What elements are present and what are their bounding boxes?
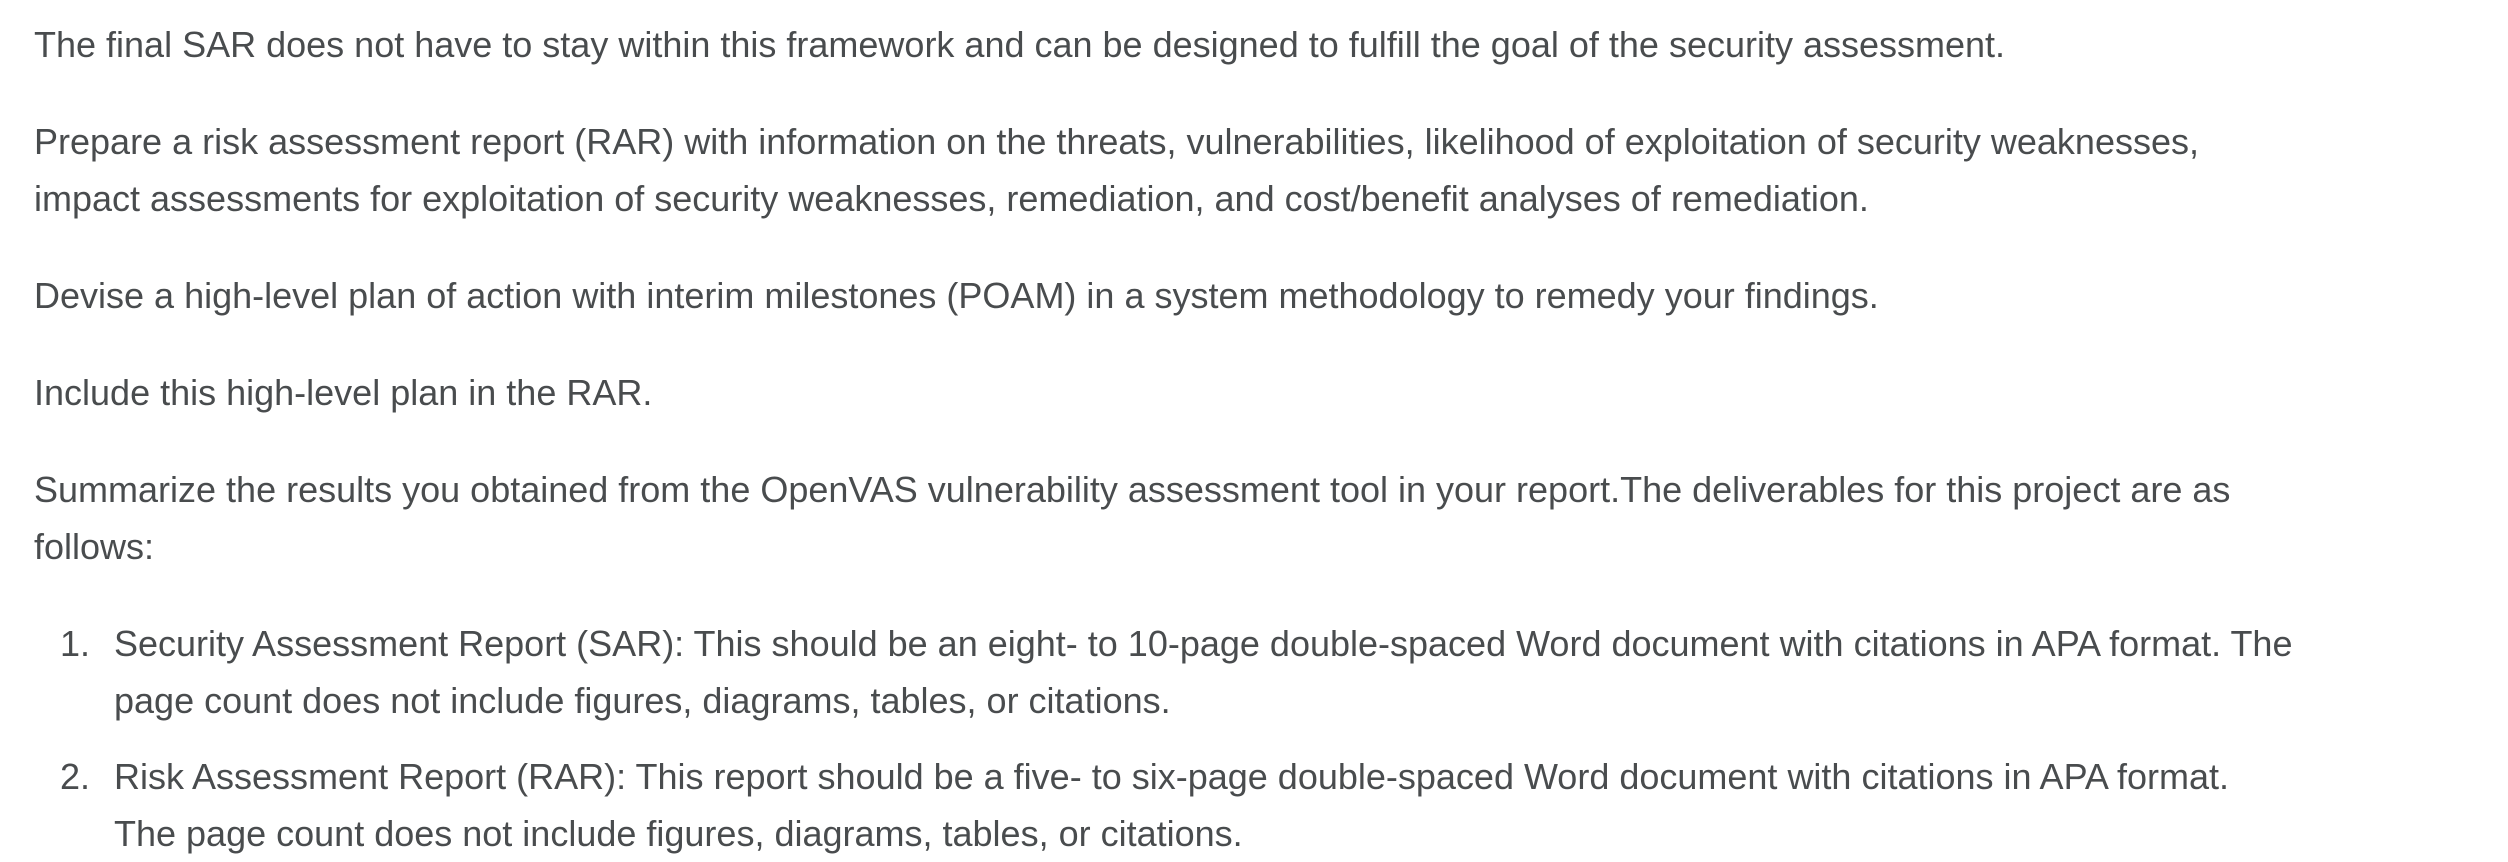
list-item-text: Security Assessment Report (SAR): This s… [114,623,2293,721]
list-item-rar: 2. Risk Assessment Report (RAR): This re… [34,748,2314,862]
list-item-text: Risk Assessment Report (RAR): This repor… [114,756,2229,854]
paragraph-summarize-results: Summarize the results you obtained from … [34,469,2231,567]
list-item-sar: 1. Security Assessment Report (SAR): Thi… [34,615,2314,729]
paragraph-include-plan: Include this high-level plan in the RAR. [34,372,653,413]
paragraph-devise-poam: Devise a high-level plan of action with … [34,275,1879,316]
list-item-number: 1. [60,623,91,664]
paragraph-prepare-rar: Prepare a risk assessment report (RAR) w… [34,121,2199,219]
document-body: The final SAR does not have to stay with… [34,0,2314,862]
deliverables-list: 1. Security Assessment Report (SAR): Thi… [34,615,2314,862]
paragraph-final-sar: The final SAR does not have to stay with… [34,24,2006,65]
list-item-number: 2. [60,756,91,797]
